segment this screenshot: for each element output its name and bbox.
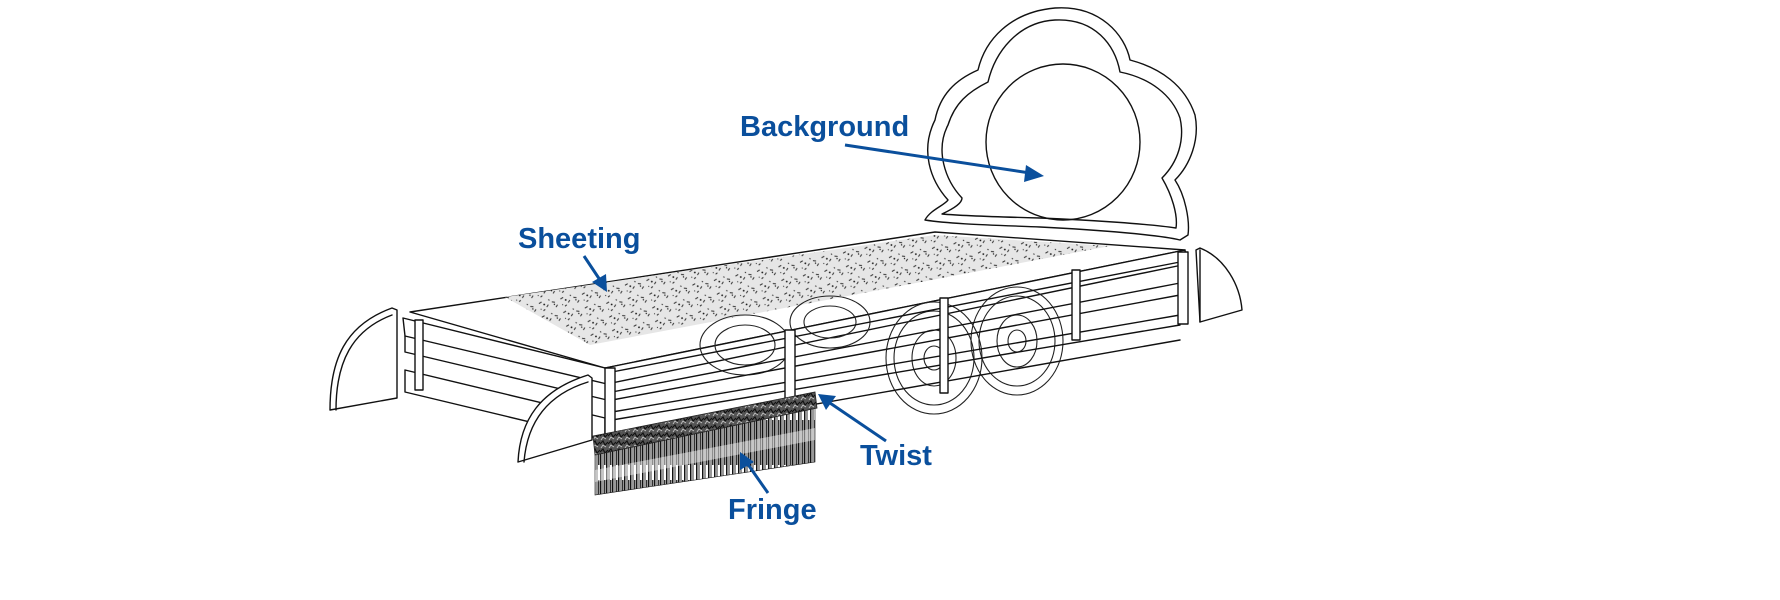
label-fringe: Fringe (728, 494, 817, 526)
arrowhead-fringe (740, 452, 754, 470)
wheel-front-2 (970, 286, 1064, 396)
background-circle (985, 63, 1141, 221)
arrow-background (844, 143, 1031, 175)
trailer (329, 231, 1243, 489)
label-background: Background (740, 111, 909, 143)
fender-rear (329, 307, 398, 411)
fender-front-left (517, 374, 593, 463)
post (939, 297, 949, 394)
post (1177, 251, 1189, 325)
skirt (592, 391, 818, 496)
background-panel (924, 7, 1197, 241)
twist-strip (592, 391, 818, 456)
callout-sheeting: Sheeting (518, 223, 640, 292)
fringe-highlight (595, 428, 815, 482)
callout-twist: Twist (818, 394, 932, 472)
post (414, 319, 424, 391)
label-sheeting: Sheeting (518, 223, 640, 255)
arrowhead-sheeting (592, 274, 607, 292)
arrowhead-background (1024, 165, 1044, 182)
sheeting-surface (505, 235, 1110, 345)
callout-fringe: Fringe (728, 452, 817, 526)
fender-front-right (1195, 247, 1243, 323)
background-inner-outline (941, 19, 1183, 229)
post (1071, 269, 1081, 341)
wheel-front-1 (885, 301, 983, 415)
label-twist: Twist (860, 440, 932, 472)
arrow-fringe (745, 462, 770, 494)
callout-background: Background (740, 111, 1044, 182)
background-outer-outline (924, 7, 1197, 241)
arrowhead-twist (818, 394, 836, 410)
arrow-sheeting (582, 255, 602, 281)
arrow-twist (829, 401, 887, 443)
